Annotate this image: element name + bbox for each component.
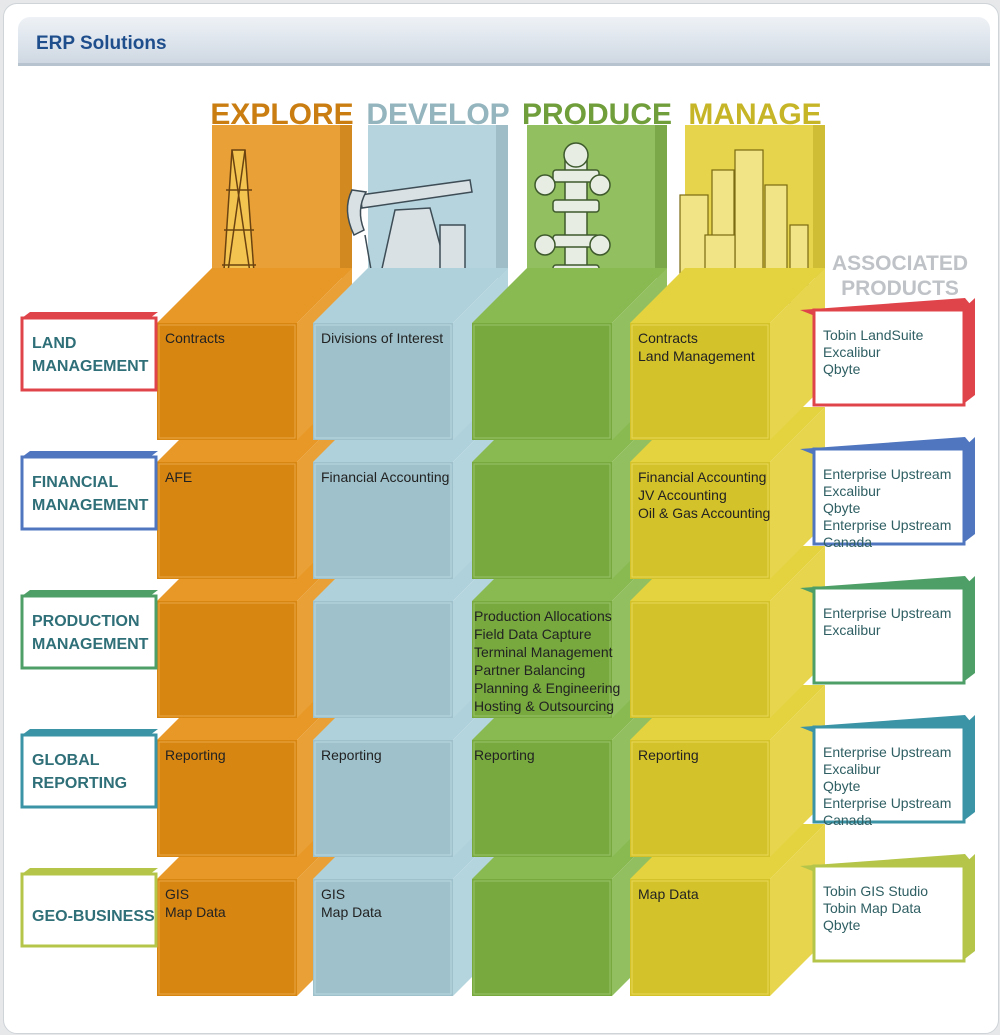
product-item: Qbyte — [823, 778, 861, 794]
row-label-text: REPORTING — [32, 775, 127, 792]
product-item: Qbyte — [823, 917, 861, 933]
cell-text: Reporting — [474, 747, 535, 763]
window-title: ERP Solutions — [36, 33, 167, 54]
cell-text: Partner Balancing — [474, 662, 585, 678]
product-item: Enterprise Upstream — [823, 605, 951, 621]
product-item: Canada — [823, 534, 872, 550]
row-label-text: MANAGEMENT — [32, 497, 149, 514]
cell-text: Financial Accounting — [638, 469, 766, 485]
associated-products-header: PRODUCTS — [841, 277, 959, 300]
cell-text: Contracts — [165, 330, 225, 346]
cell-text: Oil & Gas Accounting — [638, 505, 770, 521]
row-label-3: GLOBAL REPORTING — [20, 729, 158, 809]
product-item: Tobin LandSuite — [823, 327, 924, 343]
phase-title: EXPLORE — [210, 98, 353, 131]
associated-products-box: Enterprise UpstreamExcaliburQbyteEnterpr… — [800, 715, 975, 828]
matrix-cell — [472, 268, 667, 440]
associated-products-header: ASSOCIATED — [832, 252, 968, 275]
product-item: Excalibur — [823, 622, 881, 638]
cell-text: Reporting — [321, 747, 382, 763]
cell-text: Terminal Management — [474, 644, 613, 660]
associated-products-box: Enterprise UpstreamExcaliburQbyteEnterpr… — [800, 437, 975, 550]
cell-text: Planning & Engineering — [474, 680, 620, 696]
cell-text: GIS — [321, 886, 345, 902]
row-label-0: LAND MANAGEMENT — [20, 312, 158, 392]
matrix-cell: Divisions of Interest — [313, 268, 508, 440]
cell-text: Map Data — [165, 904, 226, 920]
cell-text: Reporting — [638, 747, 699, 763]
product-item: Enterprise Upstream — [823, 466, 951, 482]
row-label-text: MANAGEMENT — [32, 636, 149, 653]
phase-title: PRODUCE — [522, 98, 672, 131]
cell-text: Map Data — [321, 904, 382, 920]
row-label-4: GEO-BUSINESS — [20, 868, 158, 948]
product-item: Enterprise Upstream — [823, 517, 951, 533]
product-item: Enterprise Upstream — [823, 795, 951, 811]
row-label-text: GEO-BUSINESS — [32, 908, 155, 925]
cell-text: Hosting & Outsourcing — [474, 698, 614, 714]
title-bar: ERP Solutions — [18, 17, 990, 66]
product-item: Qbyte — [823, 500, 861, 516]
cell-text: Contracts — [638, 330, 698, 346]
cell-text: JV Accounting — [638, 487, 727, 503]
phase-title: DEVELOP — [366, 98, 509, 131]
cell-text: GIS — [165, 886, 189, 902]
cell-text: Land Management — [638, 348, 755, 364]
cell-text: Reporting — [165, 747, 226, 763]
row-label-1: FINANCIAL MANAGEMENT — [20, 451, 158, 531]
product-item: Qbyte — [823, 361, 861, 377]
row-label-text: MANAGEMENT — [32, 358, 149, 375]
row-label-2: PRODUCTION MANAGEMENT — [20, 590, 158, 670]
product-item: Enterprise Upstream — [823, 744, 951, 760]
cell-text: Field Data Capture — [474, 626, 592, 642]
row-label-text: PRODUCTION — [32, 613, 140, 630]
row-label-text: LAND — [32, 335, 76, 352]
cell-text: Production Allocations — [474, 608, 612, 624]
product-item: Tobin Map Data — [823, 900, 921, 916]
row-label-text: FINANCIAL — [32, 474, 118, 491]
product-item: Canada — [823, 812, 872, 828]
phase-title: MANAGE — [688, 98, 821, 131]
cell-text: Financial Accounting — [321, 469, 449, 485]
product-item: Excalibur — [823, 344, 881, 360]
cell-text: Map Data — [638, 886, 699, 902]
cell-text: AFE — [165, 469, 192, 485]
product-item: Tobin GIS Studio — [823, 883, 928, 899]
cell-text: Divisions of Interest — [321, 330, 443, 346]
product-item: Excalibur — [823, 483, 881, 499]
row-label-text: GLOBAL — [32, 752, 100, 769]
product-item: Excalibur — [823, 761, 881, 777]
